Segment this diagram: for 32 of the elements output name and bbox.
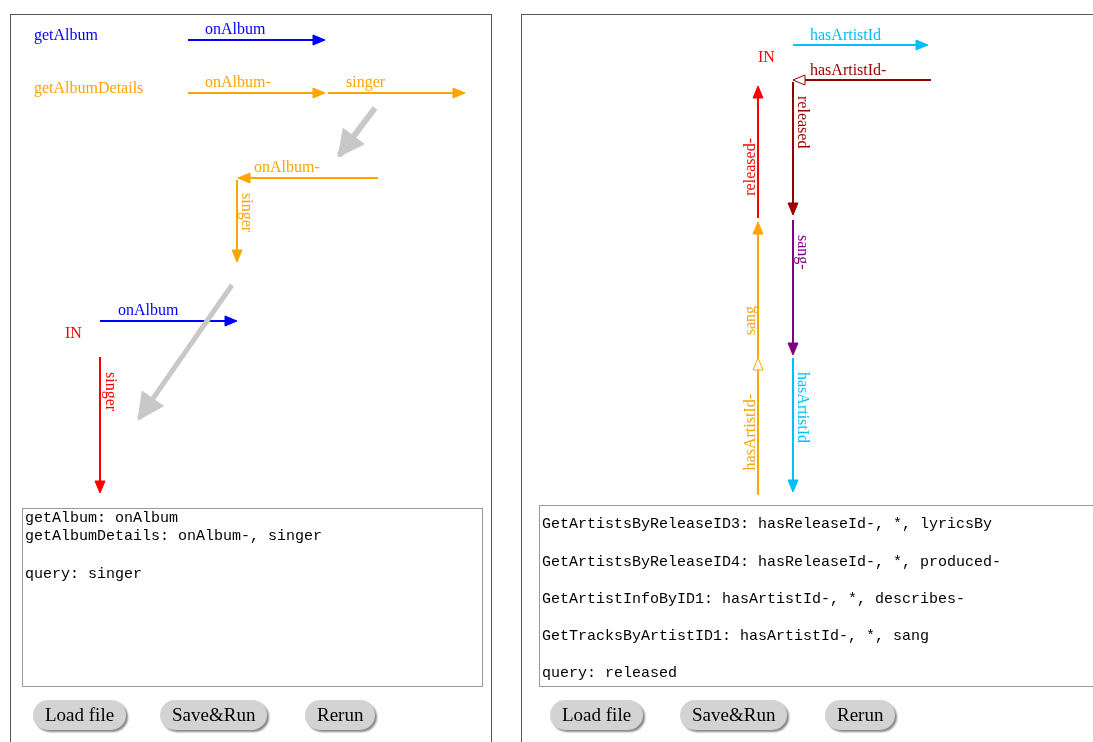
action-button: Save&Run bbox=[160, 700, 268, 730]
arrow-label: hasArtistId bbox=[794, 372, 812, 444]
arrow-label: onAlbum- bbox=[254, 158, 320, 176]
arrow-label: singer bbox=[102, 372, 120, 412]
code-line: query: released bbox=[542, 665, 678, 682]
arrow-label: onAlbum bbox=[205, 20, 266, 38]
code-line: getAlbumDetails: onAlbum-, singer bbox=[25, 528, 323, 545]
arrow-label: singer bbox=[238, 193, 256, 233]
code-line: GetArtistsByReleaseID4: hasReleaseId-, *, produced- bbox=[542, 554, 1002, 571]
arrow-label: hasArtistId bbox=[810, 26, 882, 44]
action-button: Save&Run bbox=[680, 700, 788, 730]
code-line: GetArtistsByReleaseID3: hasReleaseId-, *, lyricsBy bbox=[542, 516, 993, 533]
arrow-label: hasArtistId- bbox=[810, 61, 887, 79]
arrow-label: getAlbum bbox=[34, 26, 98, 44]
arrow-label: onAlbum bbox=[118, 301, 179, 319]
action-button: Load file bbox=[550, 700, 644, 730]
arrow-label: singer bbox=[346, 73, 386, 91]
code-line: getAlbum: onAlbum bbox=[25, 510, 179, 527]
arrow-label: released- bbox=[741, 138, 759, 196]
arrow-label: sang- bbox=[794, 235, 812, 270]
action-button: Rerun bbox=[825, 700, 896, 730]
action-button: Rerun bbox=[305, 700, 376, 730]
arrow-label: getAlbumDetails bbox=[34, 79, 144, 97]
arrow-label: hasArtistId- bbox=[741, 394, 759, 471]
code-line: query: singer bbox=[25, 566, 143, 583]
action-button: Load file bbox=[33, 700, 127, 730]
code-line: GetTracksByArtistID1: hasArtistId-, *, sang bbox=[542, 628, 930, 645]
arrow-label: onAlbum- bbox=[205, 73, 271, 91]
arrow-label: released bbox=[794, 96, 812, 149]
code-line: GetArtistInfoByID1: hasArtistId-, *, describes- bbox=[542, 591, 966, 608]
arrow-label: IN bbox=[65, 324, 82, 342]
arrow-label: IN bbox=[758, 48, 775, 66]
